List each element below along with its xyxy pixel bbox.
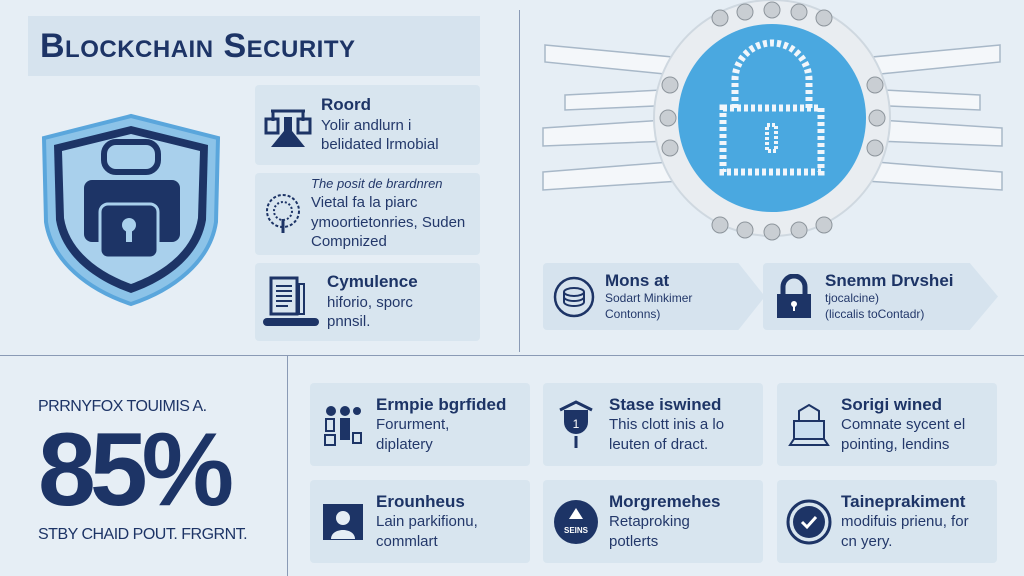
card-text: Contonns) <box>605 306 661 321</box>
card-title: Cymulence <box>327 272 418 292</box>
user-frame-icon <box>310 503 376 541</box>
svg-text:1: 1 <box>573 417 580 431</box>
database-icon <box>543 275 605 319</box>
card-text: modifuis prienu, for cn yery. <box>841 513 969 550</box>
stat-caption-bottom: STBY CHAID POUT. FRGRNT. <box>38 526 248 543</box>
divider <box>519 10 520 352</box>
card-title: Sorigi wined <box>841 394 943 414</box>
card-title: Taineprakiment <box>841 491 966 511</box>
card-title: Roord <box>321 95 372 115</box>
stat-block: PRRNYFOX TOUIMIS A. 85% STBY CHAID POUT.… <box>38 398 278 544</box>
blockchain-lock-illustration <box>542 0 1003 241</box>
card-text: Vietal fa la piarc ymoortietonries, Sude… <box>311 194 466 251</box>
shield-lock-icon <box>41 113 221 307</box>
building-shield-icon <box>777 403 841 447</box>
card-title: The posit de brardnren <box>311 176 443 192</box>
card-title: Morgremehes <box>609 491 721 511</box>
card-text: tjocalcine) <box>825 291 880 306</box>
stat-value: 85% <box>38 412 234 528</box>
document-laptop-icon <box>255 274 327 330</box>
card-text: Yolir andlurn i belidated lrmobial <box>321 116 439 154</box>
badge-label: SEINS <box>563 525 588 535</box>
divider <box>287 355 288 576</box>
card-title: Mons at <box>605 270 670 290</box>
card-title: Snemm Drvshei <box>825 270 954 290</box>
shield-pin-icon: 1 <box>543 399 609 450</box>
card-title: Ermpie bgrfided <box>376 394 507 414</box>
card-title: Erounheus <box>376 491 465 511</box>
card-text: Forurment, diplatery <box>376 416 450 453</box>
lab-scale-icon <box>255 99 321 151</box>
card-text: hiforio, sporc pnnsil. <box>327 293 413 331</box>
people-devices-icon <box>310 403 376 447</box>
warning-badge-icon: SEINS <box>543 499 609 545</box>
info-card-2: The posit de brardnren Vietal fa la piar… <box>255 173 480 255</box>
card-text: Lain parkifionu, commlart <box>376 513 478 550</box>
card-text: (liccalis toContadr) <box>825 306 925 321</box>
divider <box>0 355 1024 356</box>
padlock-icon <box>763 273 825 320</box>
page-title: Blockchain Security <box>40 26 356 65</box>
stat-caption-top: PRRNYFOX TOUIMIS A. <box>38 398 207 415</box>
card-text: Sodart Minkimer <box>605 291 693 306</box>
card-text: Retaproking potlerts <box>609 513 690 550</box>
card-text: This clott inis a lo leuten of dract. <box>609 416 725 453</box>
tree-brain-icon <box>255 193 311 235</box>
card-text: Comnate sycent el pointing, lendins <box>841 416 966 453</box>
title-box: Blockchain Security <box>28 16 480 76</box>
card-title: Stase iswined <box>609 394 722 414</box>
check-circle-icon <box>777 499 841 545</box>
